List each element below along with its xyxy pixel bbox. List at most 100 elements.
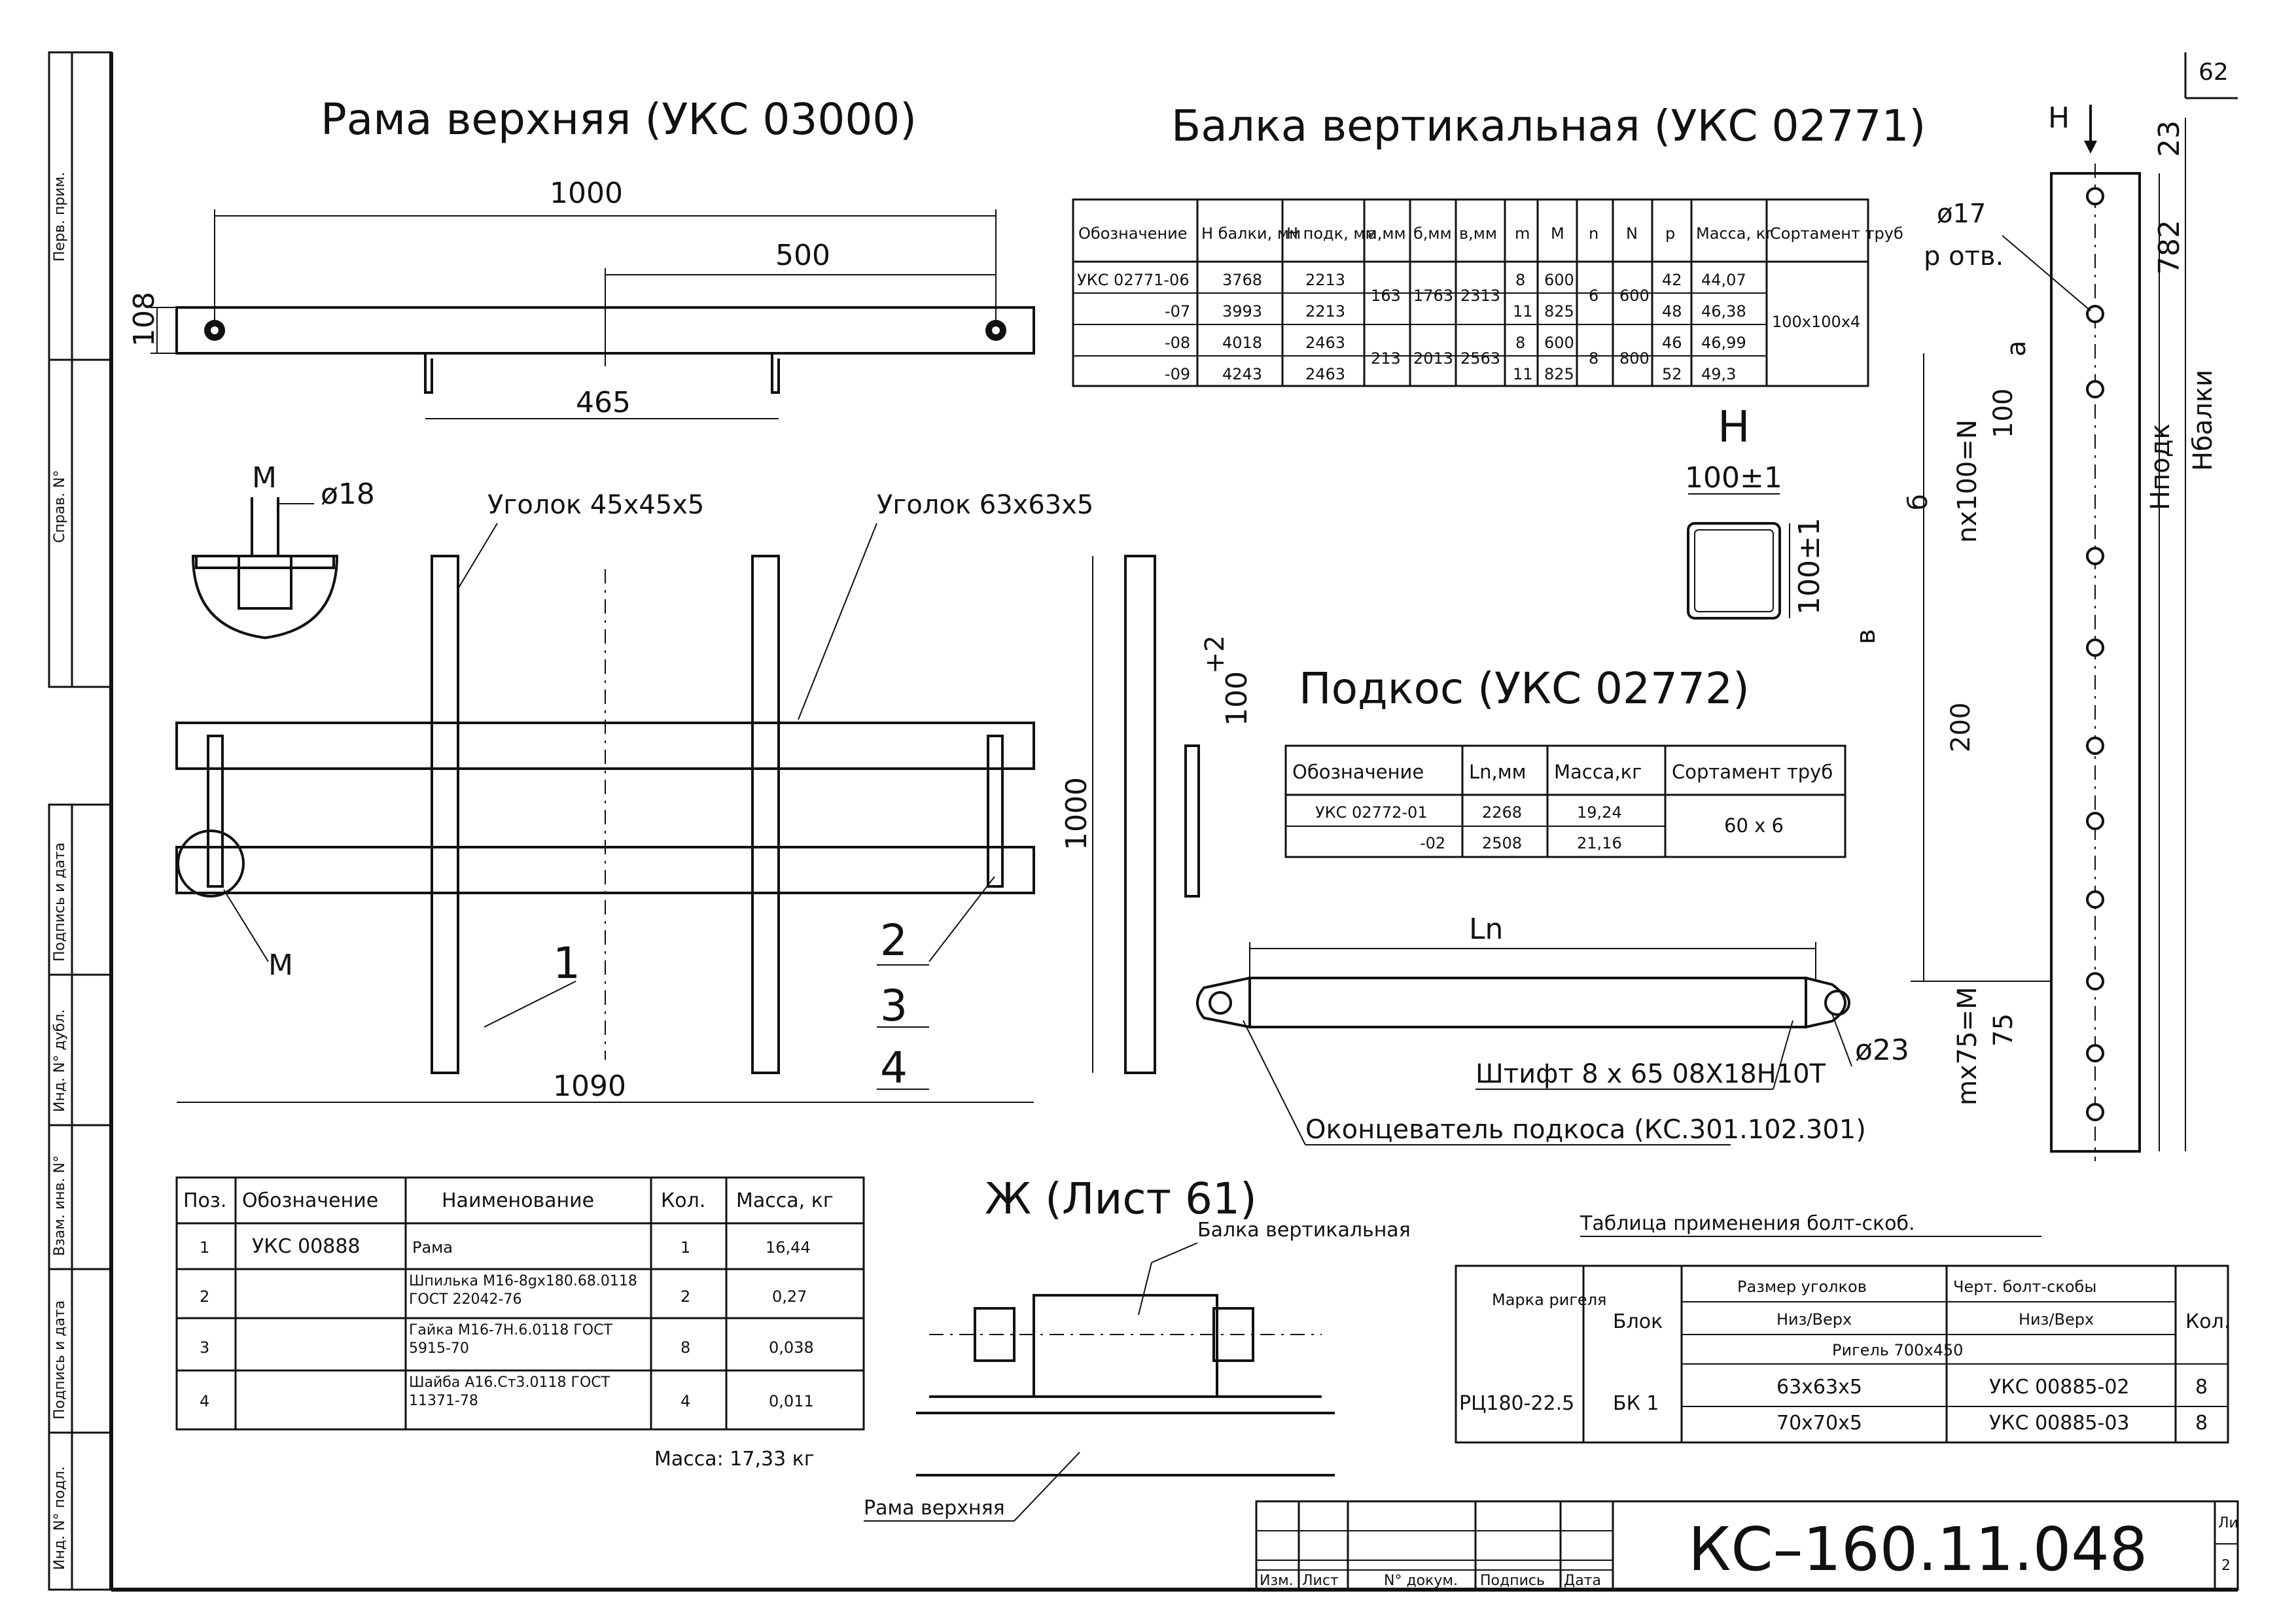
- bolt-block: БК 1: [1613, 1392, 1659, 1415]
- strut-d23: ø23: [1855, 1034, 1909, 1067]
- bolt-h-nv2: Низ/Верх: [2019, 1310, 2094, 1329]
- svg-text:46,38: 46,38: [1701, 302, 1746, 321]
- beam-h3: а,мм: [1368, 224, 1406, 243]
- beam-v: в: [1851, 629, 1881, 644]
- frame-side-view: 1000 100 +2: [1060, 555, 1254, 1074]
- corner-text-1: Ли: [2218, 1515, 2238, 1531]
- zh-frame-label: Рама верхняя: [864, 1497, 1005, 1520]
- beam-hpodk: Hподк: [2146, 423, 2176, 510]
- svg-text:2: 2: [200, 1287, 209, 1306]
- beam-side-view: H ø17 p отв. 23 782 a 100 nx100=N б в 20…: [1851, 101, 2218, 1161]
- doc-code: КС–160.11.048: [1688, 1514, 2147, 1584]
- bolt-h-nv1: Низ/Верх: [1776, 1310, 1852, 1329]
- svg-text:1763: 1763: [1413, 287, 1453, 305]
- beam-row-0: УКС 02771-06 3768 2213 163 1763 2313 8 6…: [1077, 271, 1860, 331]
- beam-h5: в,мм: [1459, 224, 1497, 243]
- svg-text:825: 825: [1544, 365, 1574, 383]
- detail-zh: Ж (Лист 61) Балка вертикальная Рама верх…: [864, 1174, 1411, 1522]
- svg-text:УКС 00888: УКС 00888: [252, 1235, 361, 1258]
- bolt-size-1: 70x70x5: [1776, 1412, 1862, 1435]
- bolt-title: Таблица применения болт-скоб.: [1580, 1212, 1915, 1235]
- stamp-podl: Инд. N° подл.: [52, 1466, 68, 1570]
- frame-plan: Уголок 45x45x5 Уголок 63x63x5 M 1090 1 2…: [175, 490, 1093, 1103]
- parts-h2: Наименование: [442, 1189, 594, 1212]
- svg-text:163: 163: [1371, 287, 1401, 305]
- dim-100: 100: [1220, 671, 1254, 726]
- beam-h6: m: [1515, 224, 1530, 243]
- svg-text:213: 213: [1371, 349, 1401, 368]
- beam-d100: 100: [1988, 389, 2019, 438]
- dim-500: 500: [775, 239, 830, 272]
- parts-h1: Обозначение: [242, 1189, 378, 1212]
- bolt-h-mark: Марка ригеля: [1492, 1291, 1606, 1309]
- angle-small-label: Уголок 45x45x5: [487, 490, 704, 520]
- bolt-qty-1: 8: [2195, 1412, 2208, 1435]
- bolt-h-qty: Кол.: [2185, 1310, 2230, 1333]
- svg-text:0,011: 0,011: [769, 1392, 814, 1410]
- svg-text:800: 800: [1619, 349, 1650, 368]
- dim-1090: 1090: [553, 1070, 626, 1103]
- svg-text:8: 8: [1515, 271, 1525, 289]
- page-number: 62: [2199, 59, 2229, 86]
- pos-2: 2: [880, 915, 908, 966]
- svg-text:3768: 3768: [1222, 271, 1262, 289]
- strut-table: Обозначение Ln,мм Масса,кг Сортамент тру…: [1284, 744, 1846, 858]
- svg-text:16,44: 16,44: [766, 1238, 811, 1257]
- section-w: 100±1: [1685, 461, 1782, 495]
- beam-mx75: mx75=M: [1952, 986, 1983, 1106]
- beam-d75: 75: [1988, 1013, 2019, 1047]
- node-m-label: M: [252, 461, 277, 495]
- svg-text:52: 52: [1662, 365, 1682, 383]
- node-m2-label: M: [268, 949, 293, 982]
- beam-h2: Н подк, мм: [1286, 224, 1377, 243]
- svg-text:825: 825: [1544, 302, 1574, 321]
- pos-1: 1: [553, 938, 580, 988]
- pos-4: 4: [880, 1043, 908, 1093]
- svg-text:2463: 2463: [1305, 334, 1345, 352]
- parts-h0: Поз.: [183, 1189, 226, 1212]
- svg-text:1: 1: [680, 1238, 690, 1257]
- svg-text:600: 600: [1544, 334, 1574, 352]
- strut-title: Подкос (УКС 02772): [1299, 663, 1750, 714]
- dim-1000-side: 1000: [1060, 777, 1093, 850]
- svg-text:8: 8: [680, 1338, 690, 1357]
- beam-h4: б,мм: [1413, 224, 1452, 243]
- svg-text:2463: 2463: [1305, 365, 1345, 383]
- svg-text:1: 1: [200, 1238, 209, 1257]
- svg-text:19,24: 19,24: [1577, 803, 1622, 822]
- svg-text:46: 46: [1662, 334, 1682, 352]
- bolt-size-0: 63x63x5: [1776, 1376, 1862, 1399]
- stamp-dubl: Инд. N° дубл.: [52, 1009, 68, 1112]
- bolt-h-draw: Черт. болт-скобы: [1953, 1278, 2096, 1296]
- stamp-col-0: Изм.: [1260, 1573, 1294, 1589]
- svg-text:6: 6: [1589, 287, 1598, 305]
- beam-row-2: -08 4018 2463 213 2013 2563 8 600 8 800 …: [1165, 334, 1746, 368]
- strut-h2: Масса,кг: [1554, 761, 1642, 783]
- section-h: H 100±1 100±1: [1685, 402, 1826, 620]
- bolt-h-block: Блок: [1613, 1310, 1663, 1333]
- beam-hbalki: Hбалки: [2188, 370, 2218, 471]
- svg-text:-07: -07: [1165, 302, 1190, 321]
- dia18-label: ø18: [321, 478, 375, 511]
- svg-text:2: 2: [680, 1287, 690, 1306]
- stamp-podp1: Подпись и дата: [52, 843, 68, 962]
- svg-text:4: 4: [680, 1392, 690, 1410]
- stamp-col-3: Подпись: [1480, 1573, 1545, 1589]
- stamp-col-2: N° докум.: [1384, 1573, 1458, 1589]
- svg-text:2508: 2508: [1482, 834, 1522, 852]
- svg-text:44,07: 44,07: [1701, 271, 1746, 289]
- strut-drawing: Ln Штифт 8 x 65 08Х18Н10Т ø23 Оконцевате…: [1196, 913, 1909, 1145]
- beam-h9: N: [1626, 224, 1638, 243]
- svg-text:0,038: 0,038: [769, 1338, 814, 1357]
- bolt-h-rig: Ригель 700x450: [1832, 1341, 1963, 1359]
- strut-h3: Сортамент труб: [1672, 761, 1833, 783]
- beam-h11: Масса, кг: [1696, 224, 1774, 243]
- angle-big-label: Уголок 63x63x5: [877, 490, 1093, 520]
- beam-a: a: [2002, 340, 2032, 357]
- beam-d23: 23: [2153, 120, 2186, 157]
- svg-text:11: 11: [1513, 302, 1533, 321]
- svg-text:-08: -08: [1165, 334, 1190, 352]
- beam-row-1: -07 3993 2213 11 825 48 46,38: [1165, 302, 1746, 321]
- section-h-label: H: [1718, 402, 1750, 452]
